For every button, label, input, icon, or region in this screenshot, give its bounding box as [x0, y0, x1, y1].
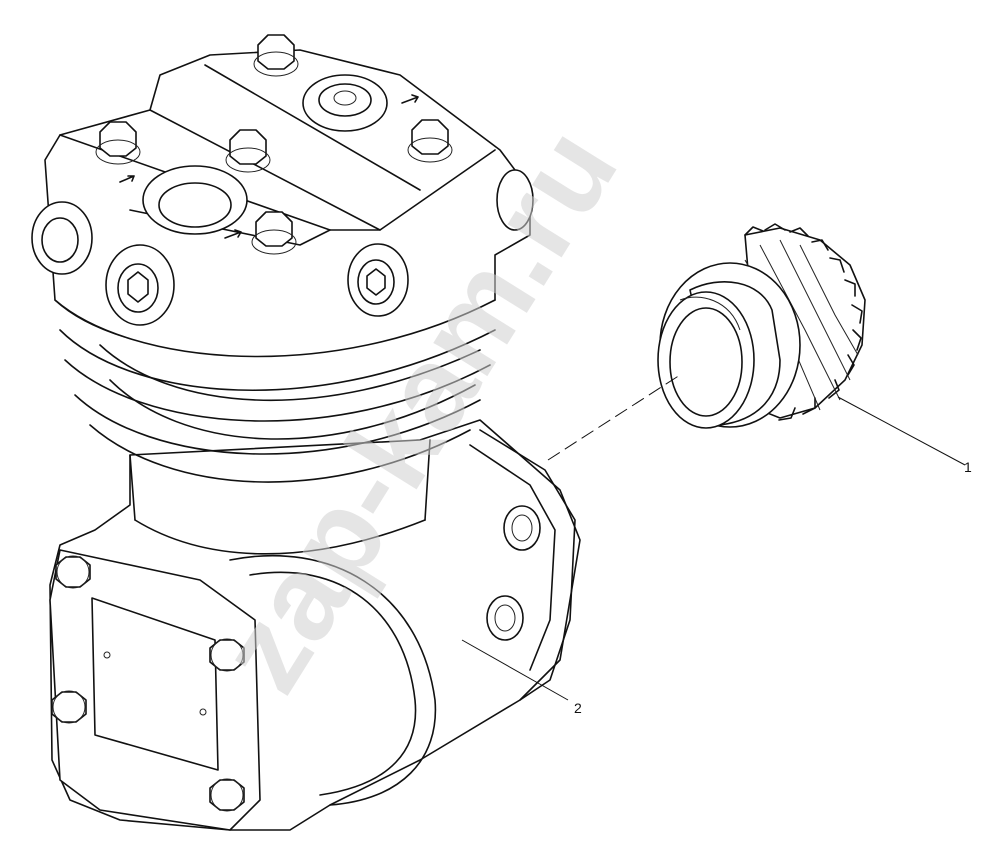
callout-label-1: 1 — [964, 459, 972, 475]
assembly-axis-line — [547, 374, 681, 461]
callout-1: 1 — [837, 396, 972, 475]
callout-label-2: 2 — [574, 700, 582, 716]
leader-line-1 — [837, 396, 966, 466]
drive-gear-drawing — [657, 223, 866, 429]
air-compressor-drawing — [31, 34, 581, 831]
callout-2: 2 — [461, 639, 582, 716]
leader-line-2 — [461, 639, 569, 701]
